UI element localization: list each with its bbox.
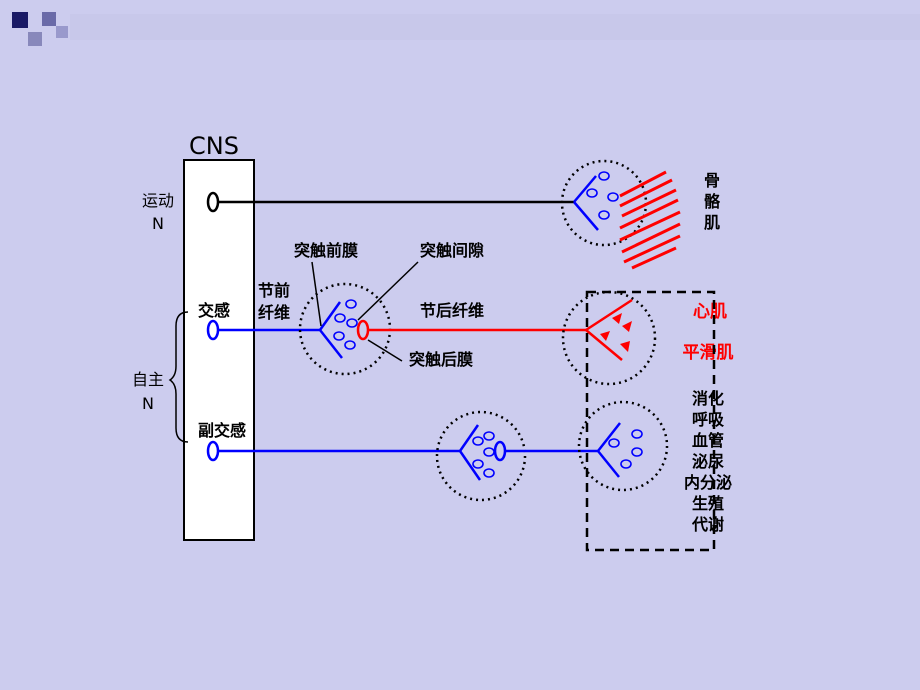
gland-target-endocrine: 内分泌: [684, 473, 732, 492]
gland-target-reproduction: 生殖: [692, 494, 724, 513]
skeletal-vesicles: [586, 171, 619, 220]
presynaptic-pointer: [311, 261, 322, 327]
smooth-muscle-label: 平滑肌: [683, 343, 734, 363]
gland-vesicles: [608, 429, 643, 469]
skeletal-muscle-char-2: 骼: [704, 192, 721, 211]
gland-axon-terminal: [597, 422, 621, 478]
parasympathetic-ganglion-circle: [435, 410, 527, 502]
gland-target-list: 消化 呼吸 血管 泌尿 内分泌 生殖 代谢: [684, 389, 732, 534]
parasympathetic-ganglion-terminal: [458, 424, 482, 481]
cardiac-synapse-circle: [561, 290, 657, 386]
gland-synapse-circle: [577, 400, 669, 492]
gland-target-urinary: 泌尿: [692, 452, 724, 471]
gland-target-respiration: 呼吸: [692, 410, 725, 429]
synaptic-cleft-pointer: [357, 261, 419, 321]
postganglionic-neuron-body: [356, 319, 370, 341]
preganglionic-label-line2: 纤维: [258, 303, 290, 322]
postsynaptic-pointer: [367, 339, 403, 362]
gland-target-vessels: 血管: [692, 431, 724, 450]
corner-decoration: [12, 12, 920, 46]
cns-column: [183, 159, 255, 541]
presynaptic-membrane-label: 突触前膜: [294, 241, 358, 260]
synaptic-cleft-label: 突触间隙: [420, 241, 484, 260]
gland-target-metabolism: 代谢: [691, 515, 724, 534]
sympathetic-label: 交感: [198, 301, 230, 320]
postsynaptic-membrane-label: 突触后膜: [409, 350, 473, 369]
cardiac-muscle-label: 心肌: [693, 302, 727, 322]
parasympathetic-label: 副交感: [198, 421, 246, 440]
effector-box: [585, 290, 716, 552]
motor-label-line1: 运动: [142, 191, 174, 210]
autonomic-label-line2: N: [142, 394, 154, 413]
skeletal-muscle-char-3: 肌: [704, 213, 720, 232]
sympathetic-ganglion-vesicles: [333, 299, 358, 350]
autonomic-brace: [168, 311, 189, 443]
skeletal-muscle-hatching: [619, 170, 681, 270]
gland-target-digestion: 消化: [692, 389, 724, 408]
parasympathetic-ganglion-vesicles: [472, 431, 495, 478]
autonomic-label-line1: 自主: [132, 370, 164, 389]
parasympathetic-postganglionic-body: [493, 440, 507, 462]
postganglionic-label: 节后纤维: [420, 301, 484, 320]
cns-label: CNS: [189, 132, 239, 160]
preganglionic-label-line1: 节前: [258, 281, 290, 300]
motor-label-line2: N: [152, 214, 164, 233]
skeletal-muscle-char-1: 骨: [704, 171, 720, 190]
cardiac-transmitter-triangles: [600, 313, 632, 352]
sympathetic-ganglion-terminal: [318, 301, 343, 359]
cardiac-axon-terminal: [585, 298, 633, 361]
skeletal-axon-terminal: [573, 175, 599, 231]
